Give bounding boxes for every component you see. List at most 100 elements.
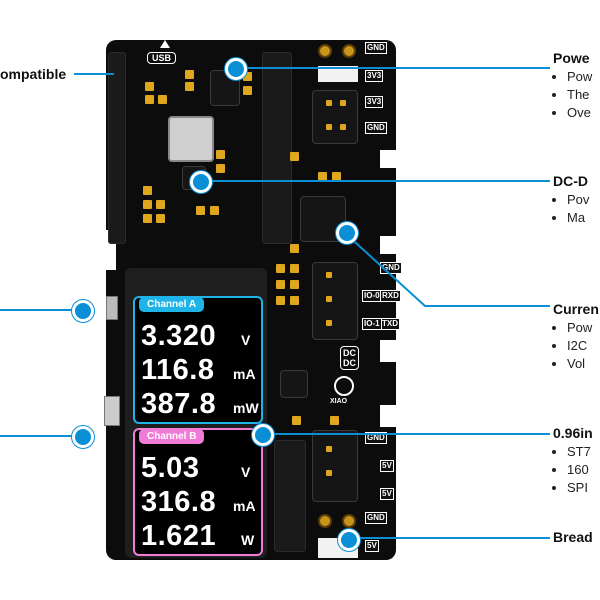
callout-title: Curren xyxy=(553,301,599,317)
channel-b-value: 316.8 xyxy=(141,486,217,518)
side-button-top[interactable] xyxy=(106,296,118,320)
callout-dot xyxy=(338,529,360,551)
channel-b-unit: V xyxy=(241,464,251,480)
smd-pad xyxy=(216,164,225,173)
channel-b-value: 1.621 xyxy=(141,520,217,552)
callout-title: Powe xyxy=(553,50,590,66)
channel-b-title: Channel B xyxy=(139,429,205,444)
smd-pad xyxy=(143,200,152,209)
smd-pad xyxy=(290,264,299,273)
channel-b-panel: Channel B 5.03 V 316.8 mA 1.621 W xyxy=(133,428,263,556)
callout-item: ST7 xyxy=(567,443,593,461)
bottom-right-connector xyxy=(312,430,358,502)
pin-label: 3V3 xyxy=(365,70,384,82)
callout-title: ompatible xyxy=(0,66,67,82)
callout-title: 0.96in xyxy=(553,425,593,441)
callout-dot xyxy=(225,58,247,80)
callout-item: Vol xyxy=(567,355,599,373)
dcdc-silk-bottom: DC xyxy=(343,358,356,368)
board-cutout xyxy=(380,150,400,168)
smd-pad xyxy=(243,86,252,95)
gold-hole xyxy=(318,514,332,528)
callout-title: Bread xyxy=(553,529,593,545)
pin-label: GND xyxy=(365,42,387,54)
smd-pad xyxy=(326,320,332,326)
gold-hole xyxy=(342,514,356,528)
channel-a-unit: mA xyxy=(233,366,256,382)
callout-item: Pow xyxy=(567,319,599,337)
dcdc-silk-top: DC xyxy=(343,348,356,358)
callout-compatible: ompatible xyxy=(0,66,66,82)
callout-line xyxy=(0,309,82,311)
top-right-connector xyxy=(312,90,358,144)
smd-pad xyxy=(290,152,299,161)
smd-pad xyxy=(326,272,332,278)
smd-pad xyxy=(340,124,346,130)
smd-pad xyxy=(185,70,194,79)
smd-pad xyxy=(292,416,301,425)
side-switch[interactable] xyxy=(104,396,120,426)
callout-line xyxy=(235,67,550,69)
channel-a-value: 3.320 xyxy=(141,320,217,352)
channel-b-value: 5.03 xyxy=(141,452,200,484)
channel-a-panel: Channel A 3.320 V 116.8 mA 387.8 mW xyxy=(133,296,263,424)
inductor xyxy=(168,116,214,162)
channel-a-title: Channel A xyxy=(139,297,205,312)
smd-pad xyxy=(326,124,332,130)
callout-dot xyxy=(190,171,212,193)
gold-hole xyxy=(318,44,332,58)
callout-dot xyxy=(336,222,358,244)
callout-item: SPI xyxy=(567,479,593,497)
callout-dot xyxy=(252,424,274,446)
pin-label: RXD xyxy=(380,290,401,302)
smd-pad xyxy=(318,172,327,181)
callout-item: Ma xyxy=(567,209,589,227)
smd-pad xyxy=(340,100,346,106)
smd-pad xyxy=(326,296,332,302)
channel-b-unit: W xyxy=(241,532,255,548)
callout-dot xyxy=(72,426,94,448)
display-module: Channel A 3.320 V 116.8 mA 387.8 mW Chan… xyxy=(125,268,267,558)
middle-pin-header xyxy=(262,52,292,244)
dcdc-silk: DC DC xyxy=(340,346,359,370)
gold-hole xyxy=(342,44,356,58)
channel-a-unit: V xyxy=(241,332,251,348)
mid-right-connector xyxy=(312,262,358,340)
smd-pad xyxy=(216,150,225,159)
smd-pad xyxy=(156,200,165,209)
smd-pad xyxy=(196,206,205,215)
smd-pad xyxy=(326,470,332,476)
callout-title: DC-D xyxy=(553,173,588,189)
pin-label: GND xyxy=(365,122,387,134)
smd-pad xyxy=(276,296,285,305)
smd-pad xyxy=(243,72,252,81)
callout-current: Curren Pow I2C Vol xyxy=(553,301,599,373)
callout-item: The xyxy=(567,86,592,104)
pin-label: TXD xyxy=(380,318,400,330)
bottom-pin-header xyxy=(274,440,306,552)
channel-a-value: 387.8 xyxy=(141,388,217,420)
board-cutout xyxy=(380,236,400,254)
pin-label: GND xyxy=(365,432,387,444)
board-silk-area xyxy=(318,66,358,82)
left-pin-header xyxy=(108,52,126,244)
smd-pad xyxy=(332,172,341,181)
callout-item: I2C xyxy=(567,337,599,355)
smd-pad xyxy=(143,186,152,195)
board-cutout xyxy=(380,340,400,362)
callout-item: Pow xyxy=(567,68,592,86)
callout-display: 0.96in ST7 160 SPI xyxy=(553,425,593,497)
callout-item: Ove xyxy=(567,104,592,122)
callout-dot xyxy=(72,300,94,322)
xiao-logo-icon xyxy=(334,376,354,396)
channel-a-value: 116.8 xyxy=(141,354,215,386)
callout-item: Pov xyxy=(567,191,589,209)
callout-line xyxy=(262,433,550,435)
board-cutout xyxy=(380,405,400,427)
pin-label: 3V3 xyxy=(365,96,384,108)
callout-line xyxy=(74,73,114,75)
smd-pad xyxy=(143,214,152,223)
smd-pad xyxy=(156,214,165,223)
smd-pad xyxy=(330,416,339,425)
